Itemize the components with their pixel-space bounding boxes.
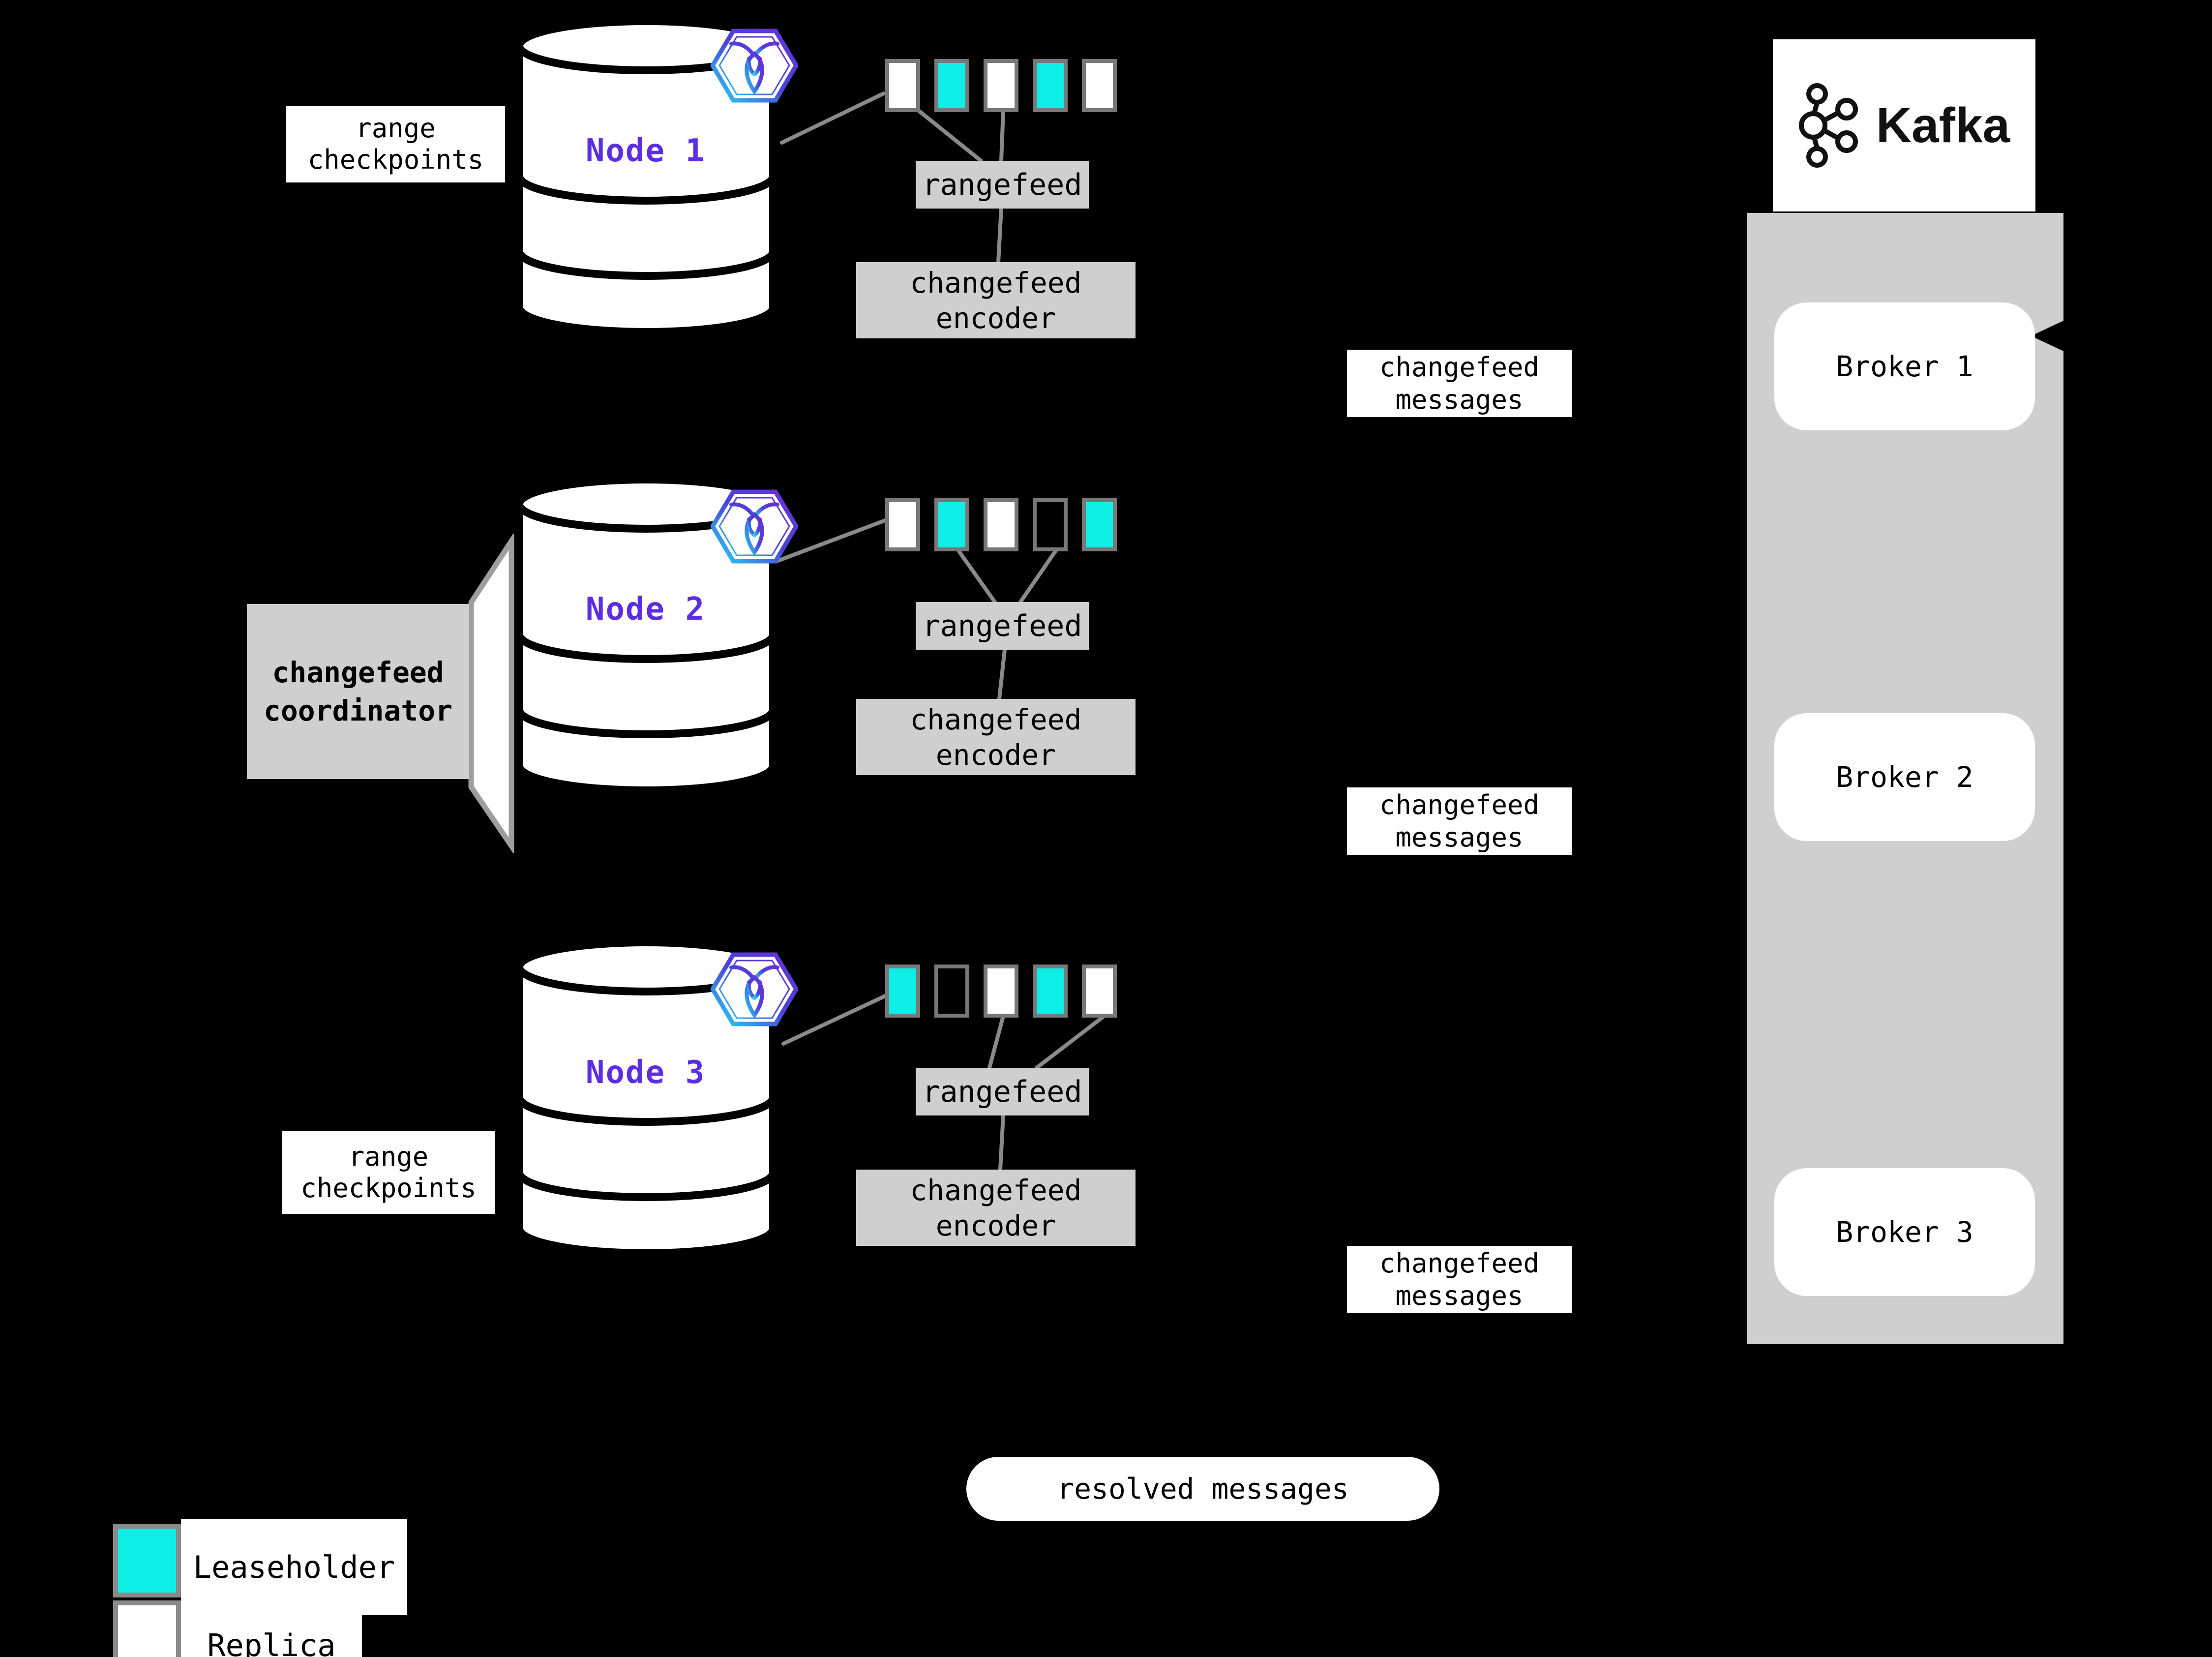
wire-range-to-rangefeed-2b (1018, 548, 1058, 604)
changefeed-encoder-box-node2: changefeed encoder (856, 699, 1136, 775)
wire-range-to-rangefeed-1a (917, 109, 983, 163)
legend-swatch-replica (113, 1600, 181, 1657)
range-rect-replica (885, 498, 920, 551)
range-rect-replica (885, 59, 920, 112)
range-rect-empty (1033, 498, 1068, 551)
cockroachdb-icon (711, 952, 798, 1026)
wire-range-to-rangefeed-2a (956, 548, 997, 604)
kafka-logo-text: Kafka (1876, 97, 2010, 153)
cockroachdb-icon (711, 29, 798, 103)
range-rect-replica (1082, 964, 1117, 1018)
rangefeed-box-node3: rangefeed (916, 1068, 1089, 1115)
range-checkpoints-label-node1: range checkpoints (286, 106, 505, 182)
range-rect-empty (934, 964, 969, 1018)
range-rect-leaseholder (1033, 59, 1068, 112)
range-rect-replica (984, 59, 1018, 112)
legend-label-leaseholder: Leaseholder (181, 1519, 407, 1615)
node1-label: Node 1 (585, 133, 706, 169)
range-checkpoints-label-node3: range checkpoints (282, 1131, 495, 1214)
wire-range-to-rangefeed-3b (1035, 1014, 1106, 1070)
rangefeed-box-node1: rangefeed (916, 161, 1089, 209)
node3-label: Node 3 (585, 1054, 706, 1091)
changefeed-messages-label-3: changefeed messages (1347, 1246, 1572, 1313)
range-rect-leaseholder (1033, 964, 1068, 1018)
ranges-row-node3 (885, 964, 1117, 1018)
range-rect-replica (984, 498, 1018, 551)
range-rect-replica (1082, 59, 1117, 112)
range-rect-replica (984, 964, 1018, 1018)
broker-1: Broker 1 (1774, 302, 2035, 430)
wire-node2-to-range (776, 518, 887, 563)
legend-label-replica: Replica (181, 1615, 362, 1657)
node2-label: Node 2 (585, 591, 706, 628)
range-rect-leaseholder (1082, 498, 1117, 551)
broker-3: Broker 3 (1774, 1168, 2035, 1296)
range-rect-leaseholder (885, 964, 920, 1018)
cockroachdb-icon (711, 489, 798, 564)
wire-rangefeed-to-encoder-1 (996, 207, 1003, 264)
kafka-icon (1798, 83, 1858, 168)
ranges-row-node1 (885, 59, 1117, 112)
wire-rangefeed-to-encoder-3 (998, 1114, 1005, 1172)
changefeed-messages-label-2: changefeed messages (1347, 787, 1572, 855)
arrowhead-into-broker1 (2031, 321, 2063, 351)
kafka-logo-box: Kafka (1773, 39, 2035, 211)
changefeed-messages-label-1: changefeed messages (1347, 350, 1572, 417)
wire-range-to-rangefeed-1b (999, 109, 1005, 163)
ranges-row-node2 (885, 498, 1117, 551)
range-rect-leaseholder (934, 498, 969, 551)
wire-range-to-rangefeed-3a (987, 1014, 1005, 1070)
legend-swatch-leaseholder (113, 1524, 181, 1597)
wire-rangefeed-to-encoder-2 (997, 648, 1007, 701)
broker-2: Broker 2 (1774, 713, 2035, 841)
changefeed-encoder-box-node3: changefeed encoder (856, 1170, 1136, 1246)
range-rect-leaseholder (934, 59, 969, 112)
changefeed-encoder-box-node1: changefeed encoder (856, 262, 1136, 338)
node3-cylinder (515, 938, 777, 1257)
changefeed-coordinator-label: changefeed coordinator (247, 604, 469, 779)
wire-node3-to-range (781, 994, 887, 1046)
rangefeed-box-node2: rangefeed (916, 602, 1089, 650)
coordinator-flag (468, 534, 514, 853)
resolved-messages-pill: resolved messages (966, 1457, 1439, 1521)
wire-node1-to-range (780, 91, 886, 145)
